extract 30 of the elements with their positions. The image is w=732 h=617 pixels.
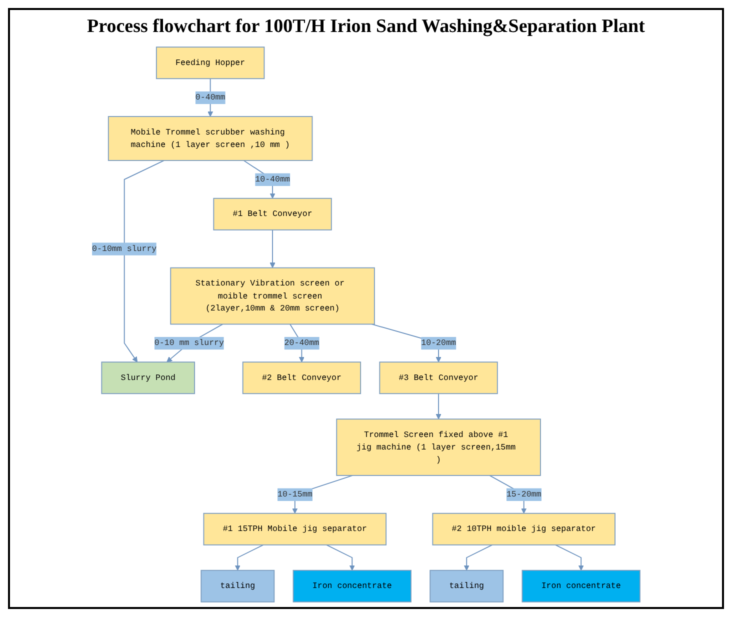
edge-label: 20-40mm [284,338,320,348]
node-box: tailing [430,570,504,602]
node-box: #2 Belt Conveyor [242,362,362,394]
arrow [124,160,165,362]
arrow [326,544,355,571]
edge-label: 10-15mm [278,489,312,500]
node-box: #2 10TPH moible jig separator [432,512,616,546]
arrow [270,229,276,268]
edge-label: 0-10mm slurry [92,244,157,254]
edge-label: 15-20mm [506,489,542,500]
node-box: Stationary Vibration screen or moible trommel screen (2layer,10mm & 20mm screen) [170,267,375,325]
node-box: #1 Belt Conveyor [213,198,332,230]
node-box: Mobile Trommel scrubber washing machine (1 layer screen ,10 mm ) [108,116,313,161]
edge-label: 10-40mm [255,174,290,184]
node-box: Feeding Hopper [156,46,265,80]
arrow [436,393,442,420]
node-box: #1 15TPH Mobile jig separator [203,512,387,546]
node-box: #3 Belt Conveyor [379,362,498,394]
node-box: Iron concentrate [292,570,412,602]
edge-label: 0-40mm [195,92,226,102]
edge-label: 0-10 mm slurry [154,338,224,348]
node-box: tailing [200,570,275,602]
node-box: Trommel Screen fixed above #1 jig machine (1 layer screen,15mm ) [336,418,541,476]
node-box: Slurry Pond [101,362,196,394]
node-box: Iron concentrate [522,570,640,602]
diagram-title: Process flowchart for 100T/H Irion Sand Washing&Separation Plant [87,16,645,38]
arrow [555,544,584,571]
arrow [464,544,493,571]
arrow [234,544,264,571]
edge-label: 10-20mm [421,338,456,348]
